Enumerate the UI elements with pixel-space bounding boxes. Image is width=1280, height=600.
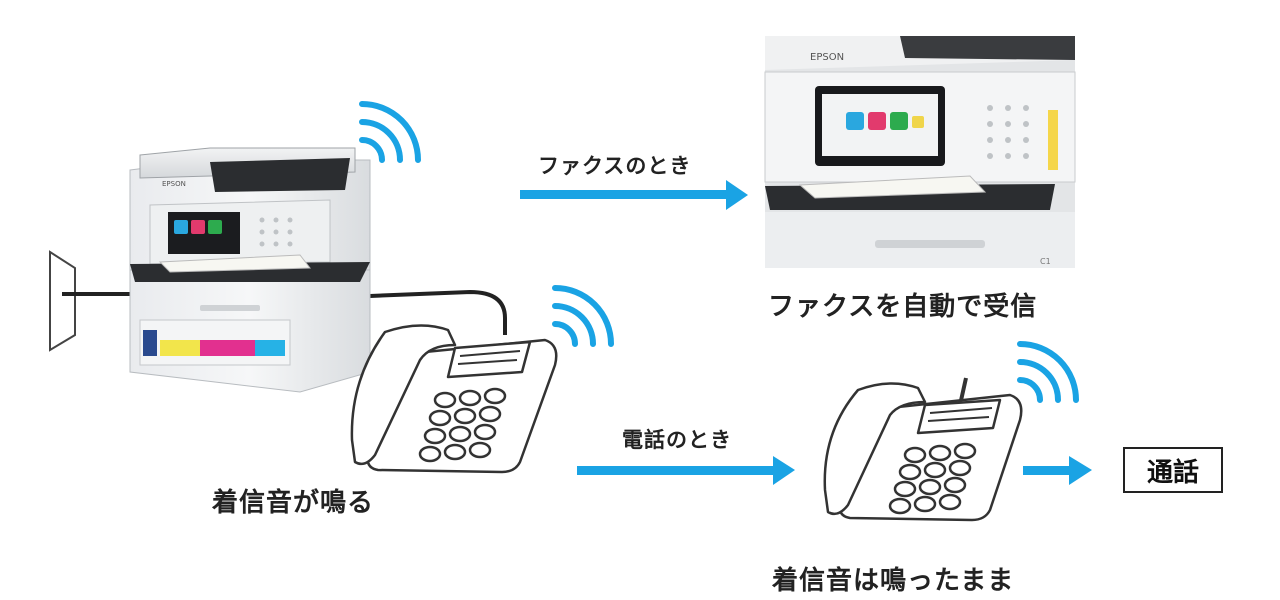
phone-right bbox=[823, 377, 1023, 522]
printer-right-badge: C1 bbox=[1040, 257, 1051, 266]
wave-icon-phone-right bbox=[1017, 341, 1079, 403]
arrow-call bbox=[1023, 456, 1092, 485]
printer-left bbox=[129, 147, 371, 393]
arrow-fax bbox=[520, 180, 748, 210]
wall-jack bbox=[49, 250, 76, 352]
printer-right-brand: EPSON bbox=[810, 52, 844, 63]
phone-line-phone bbox=[369, 289, 507, 335]
label-ring: 着信音が鳴る bbox=[212, 488, 375, 518]
call-box: 通話 bbox=[1123, 447, 1223, 493]
printer-right bbox=[764, 36, 1076, 268]
printer-left-brand: EPSON bbox=[162, 180, 186, 188]
label-fax-case: ファクスのとき bbox=[538, 154, 692, 178]
label-ring-continues: 着信音は鳴ったまま bbox=[772, 566, 1015, 596]
wave-icon-phone-left bbox=[552, 285, 614, 347]
arrow-phone bbox=[577, 456, 795, 485]
phone-left bbox=[350, 324, 558, 474]
label-phone-case: 電話のとき bbox=[622, 428, 732, 452]
wave-icon-printer bbox=[359, 101, 421, 163]
label-fax-result: ファクスを自動で受信 bbox=[768, 292, 1038, 322]
